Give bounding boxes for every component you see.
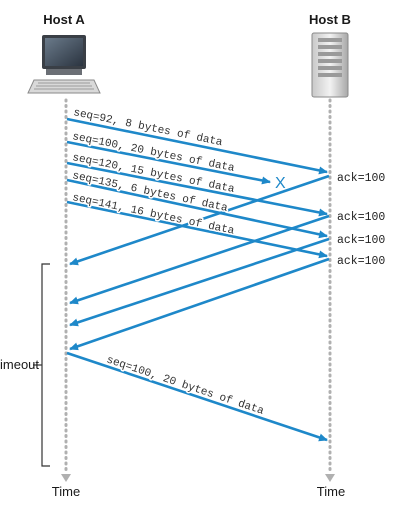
timeout-bracket (41, 263, 50, 467)
ack-label-2: ack=100 (337, 211, 385, 224)
host-b-time-arrowhead (325, 474, 335, 482)
host-a-label: Host A (43, 12, 85, 27)
segment-arrow-seq-135 (66, 178, 328, 239)
segment-arrow-seq-92 (66, 117, 328, 175)
ack-label-4: ack=100 (337, 255, 385, 268)
segment-arrow-seq-100-lost (66, 140, 271, 185)
server-tower-icon (311, 32, 349, 98)
ack-label-3: ack=100 (337, 234, 385, 247)
ack-arrow-2 (69, 214, 330, 305)
loss-x-icon: X (275, 175, 286, 192)
timeout-label: imeout (0, 357, 39, 372)
host-b-label: Host B (309, 12, 351, 27)
segment-arrow-seq-120 (66, 161, 328, 217)
ack-label-1: ack=100 (337, 172, 385, 185)
ack-arrow-3 (69, 237, 330, 327)
ack-arrow-4 (69, 257, 330, 351)
segment-arrow-seq-141 (66, 200, 328, 259)
host-a-time-arrowhead (61, 474, 71, 482)
host-a-time-label: Time (52, 484, 80, 499)
host-b-time-label: Time (317, 484, 345, 499)
segment-arrow-retransmission (66, 351, 328, 442)
segment-label-retransmission: seq=100, 20 bytes of data (105, 354, 266, 418)
desktop-computer-icon (27, 35, 101, 94)
ack-arrow-1 (69, 174, 330, 266)
